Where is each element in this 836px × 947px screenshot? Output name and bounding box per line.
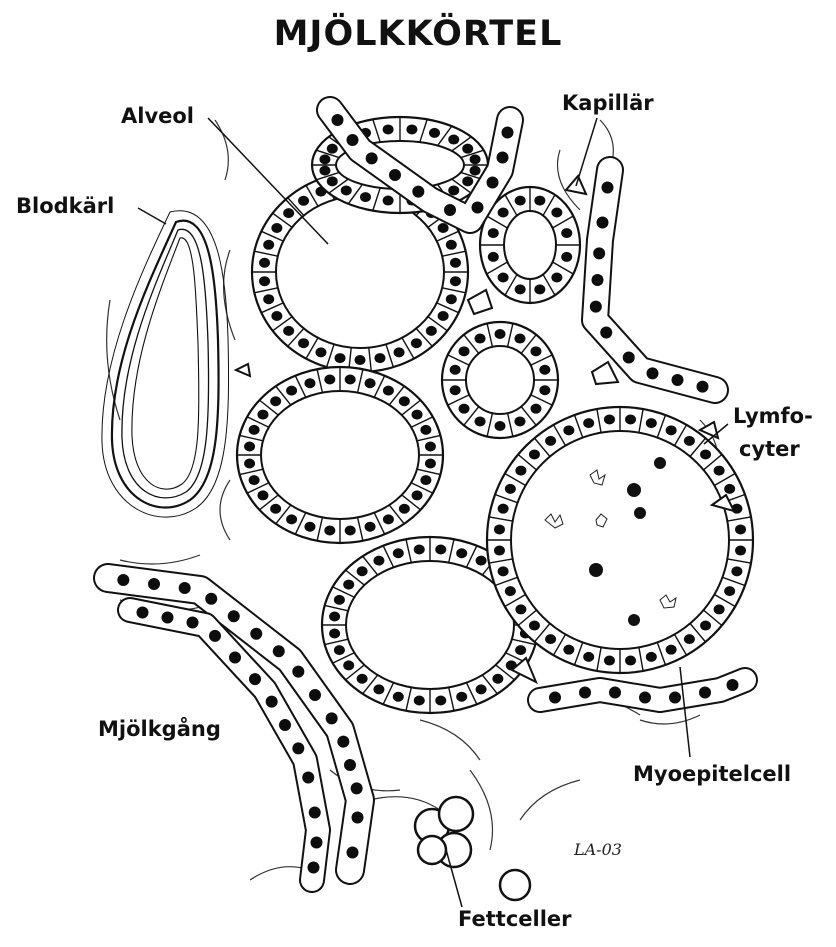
label-lymfocyter-line1: Lymfo- [733, 404, 813, 429]
label-myoepitelcell: Myoepitelcell [633, 762, 791, 787]
alveoli-group [237, 117, 753, 713]
label-fettceller: Fettceller [458, 907, 572, 932]
label-kapillar: Kapillär [562, 91, 654, 116]
duct-branch-bottom [540, 679, 745, 704]
duct-branch-right [590, 170, 715, 393]
blood-vessel [102, 211, 229, 517]
alveolus-middle-left [237, 367, 443, 543]
artist-signature: LA-03 [574, 840, 622, 859]
label-lymfocyter-line2: cyter [739, 437, 800, 462]
alveolus-large-right [487, 407, 753, 673]
label-alveol: Alveol [121, 104, 194, 129]
diagram-title: MJÖLKKÖRTEL [0, 14, 836, 54]
fat-cells [415, 797, 530, 900]
label-mjolkgang: Mjölkgång [98, 717, 221, 742]
alveolus-small-center [442, 322, 558, 438]
label-blodkarl: Blodkärl [16, 194, 114, 219]
